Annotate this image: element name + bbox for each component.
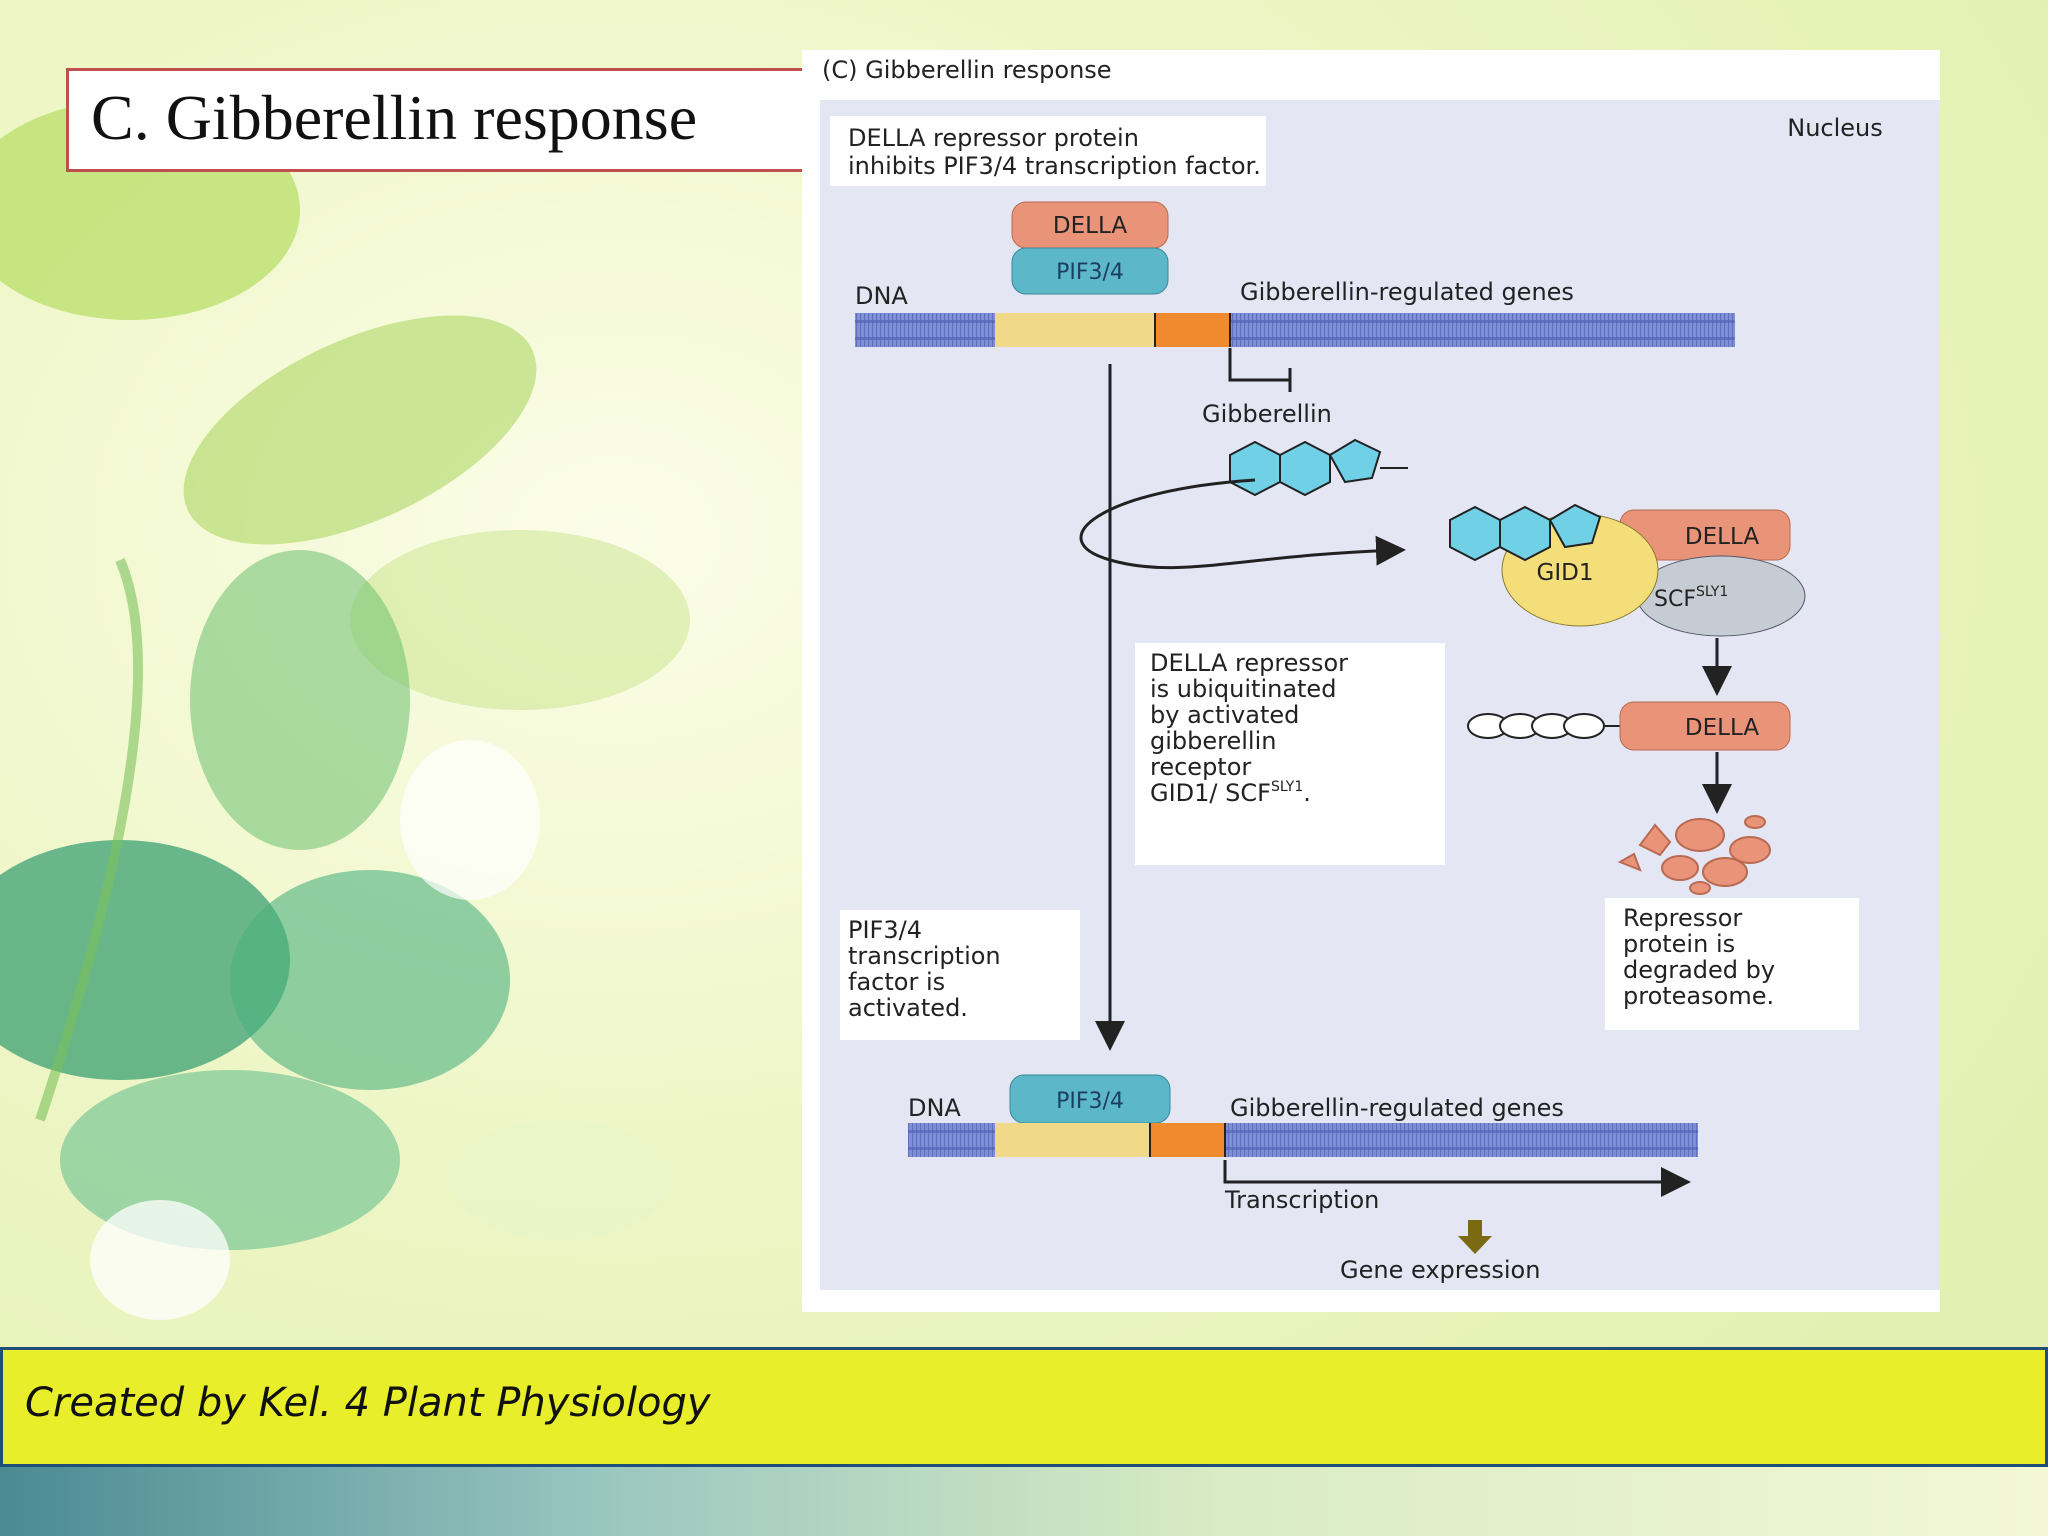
dna-strand-top — [855, 313, 1735, 347]
della-label-ubiquitinated: DELLA — [1685, 715, 1759, 741]
della-ubiquitinated — [1619, 701, 1791, 751]
nucleus-label: Nucleus — [1787, 114, 1883, 142]
dna-label-bottom: DNA — [908, 1094, 961, 1122]
panel-title: (C) Gibberellin response — [822, 56, 1112, 84]
note-right-line-2: protein is — [1623, 930, 1735, 958]
ubiquitin-chain — [1467, 713, 1620, 739]
gid1-label: GID1 — [1537, 560, 1594, 586]
transcription-arrow — [1223, 1160, 1691, 1197]
scf-label: SCFSLY1 — [1654, 584, 1728, 612]
note-right-line-1: Repressor — [1623, 904, 1742, 932]
della-label-top: DELLA — [1053, 213, 1127, 239]
note-right-line-4: proteasome. — [1623, 982, 1774, 1010]
footer-credit: Created by Kel. 4 Plant Physiology — [25, 1380, 711, 1426]
gibberellin-label: Gibberellin — [1202, 400, 1332, 428]
note-mid-line-3: by activated — [1150, 701, 1299, 729]
note-left-line-1: PIF3/4 — [848, 916, 922, 944]
note-right-box — [1605, 898, 1859, 1030]
gibberellin-response-diagram: (C) Gibberellin response Nucleus DELLA r… — [802, 50, 1940, 1312]
note-mid-line-2: is ubiquitinated — [1150, 675, 1336, 703]
gibberellin-figure: (C) Gibberellin response Nucleus DELLA r… — [800, 50, 1940, 1312]
dna-label-top: DNA — [855, 282, 908, 310]
gene-expression-arrow — [1458, 1220, 1492, 1254]
gene-expression-label: Gene expression — [1340, 1256, 1540, 1284]
note-mid-line-5: receptor — [1150, 753, 1251, 781]
note-mid-box — [1135, 643, 1445, 865]
note-right-line-3: degraded by — [1623, 956, 1775, 984]
note-left-box — [840, 910, 1080, 1040]
footer-bar: Created by Kel. 4 Plant Physiology — [0, 1347, 2048, 1467]
degraded-della-fragments — [1617, 815, 1771, 895]
note-top-box — [830, 116, 1266, 186]
note-left-line-2: transcription — [848, 942, 1001, 970]
note-mid-line-1: DELLA repressor — [1150, 649, 1348, 677]
blocked-transcription-mark — [1228, 348, 1290, 382]
slide-title: C. Gibberellin response — [91, 82, 698, 153]
della-label-complex: DELLA — [1685, 524, 1759, 550]
gibberellin-molecule-bound — [1449, 503, 1602, 562]
note-left-line-3: factor is — [848, 968, 945, 996]
pif-label-bottom: PIF3/4 — [1056, 1089, 1124, 1114]
note-left-line-4: activated. — [848, 994, 968, 1022]
note-mid-line-6: GID1/ SCFSLY1. — [1150, 779, 1311, 807]
note-top-line-1: DELLA repressor protein — [848, 124, 1139, 152]
pif-label-top: PIF3/4 — [1056, 260, 1124, 285]
genes-label-bottom: Gibberellin-regulated genes — [1230, 1094, 1564, 1122]
pif-protein-top — [1011, 247, 1169, 295]
footer-decorative-strip — [0, 1467, 2048, 1536]
dna-strand-bottom — [908, 1123, 1698, 1157]
note-mid-line-4: gibberellin — [1150, 727, 1276, 755]
slide-title-box: C. Gibberellin response — [66, 68, 818, 172]
note-top-line-2: inhibits PIF3/4 transcription factor. — [848, 152, 1261, 180]
transcription-label: Transcription — [1224, 1186, 1379, 1214]
genes-label-top: Gibberellin-regulated genes — [1240, 278, 1574, 306]
